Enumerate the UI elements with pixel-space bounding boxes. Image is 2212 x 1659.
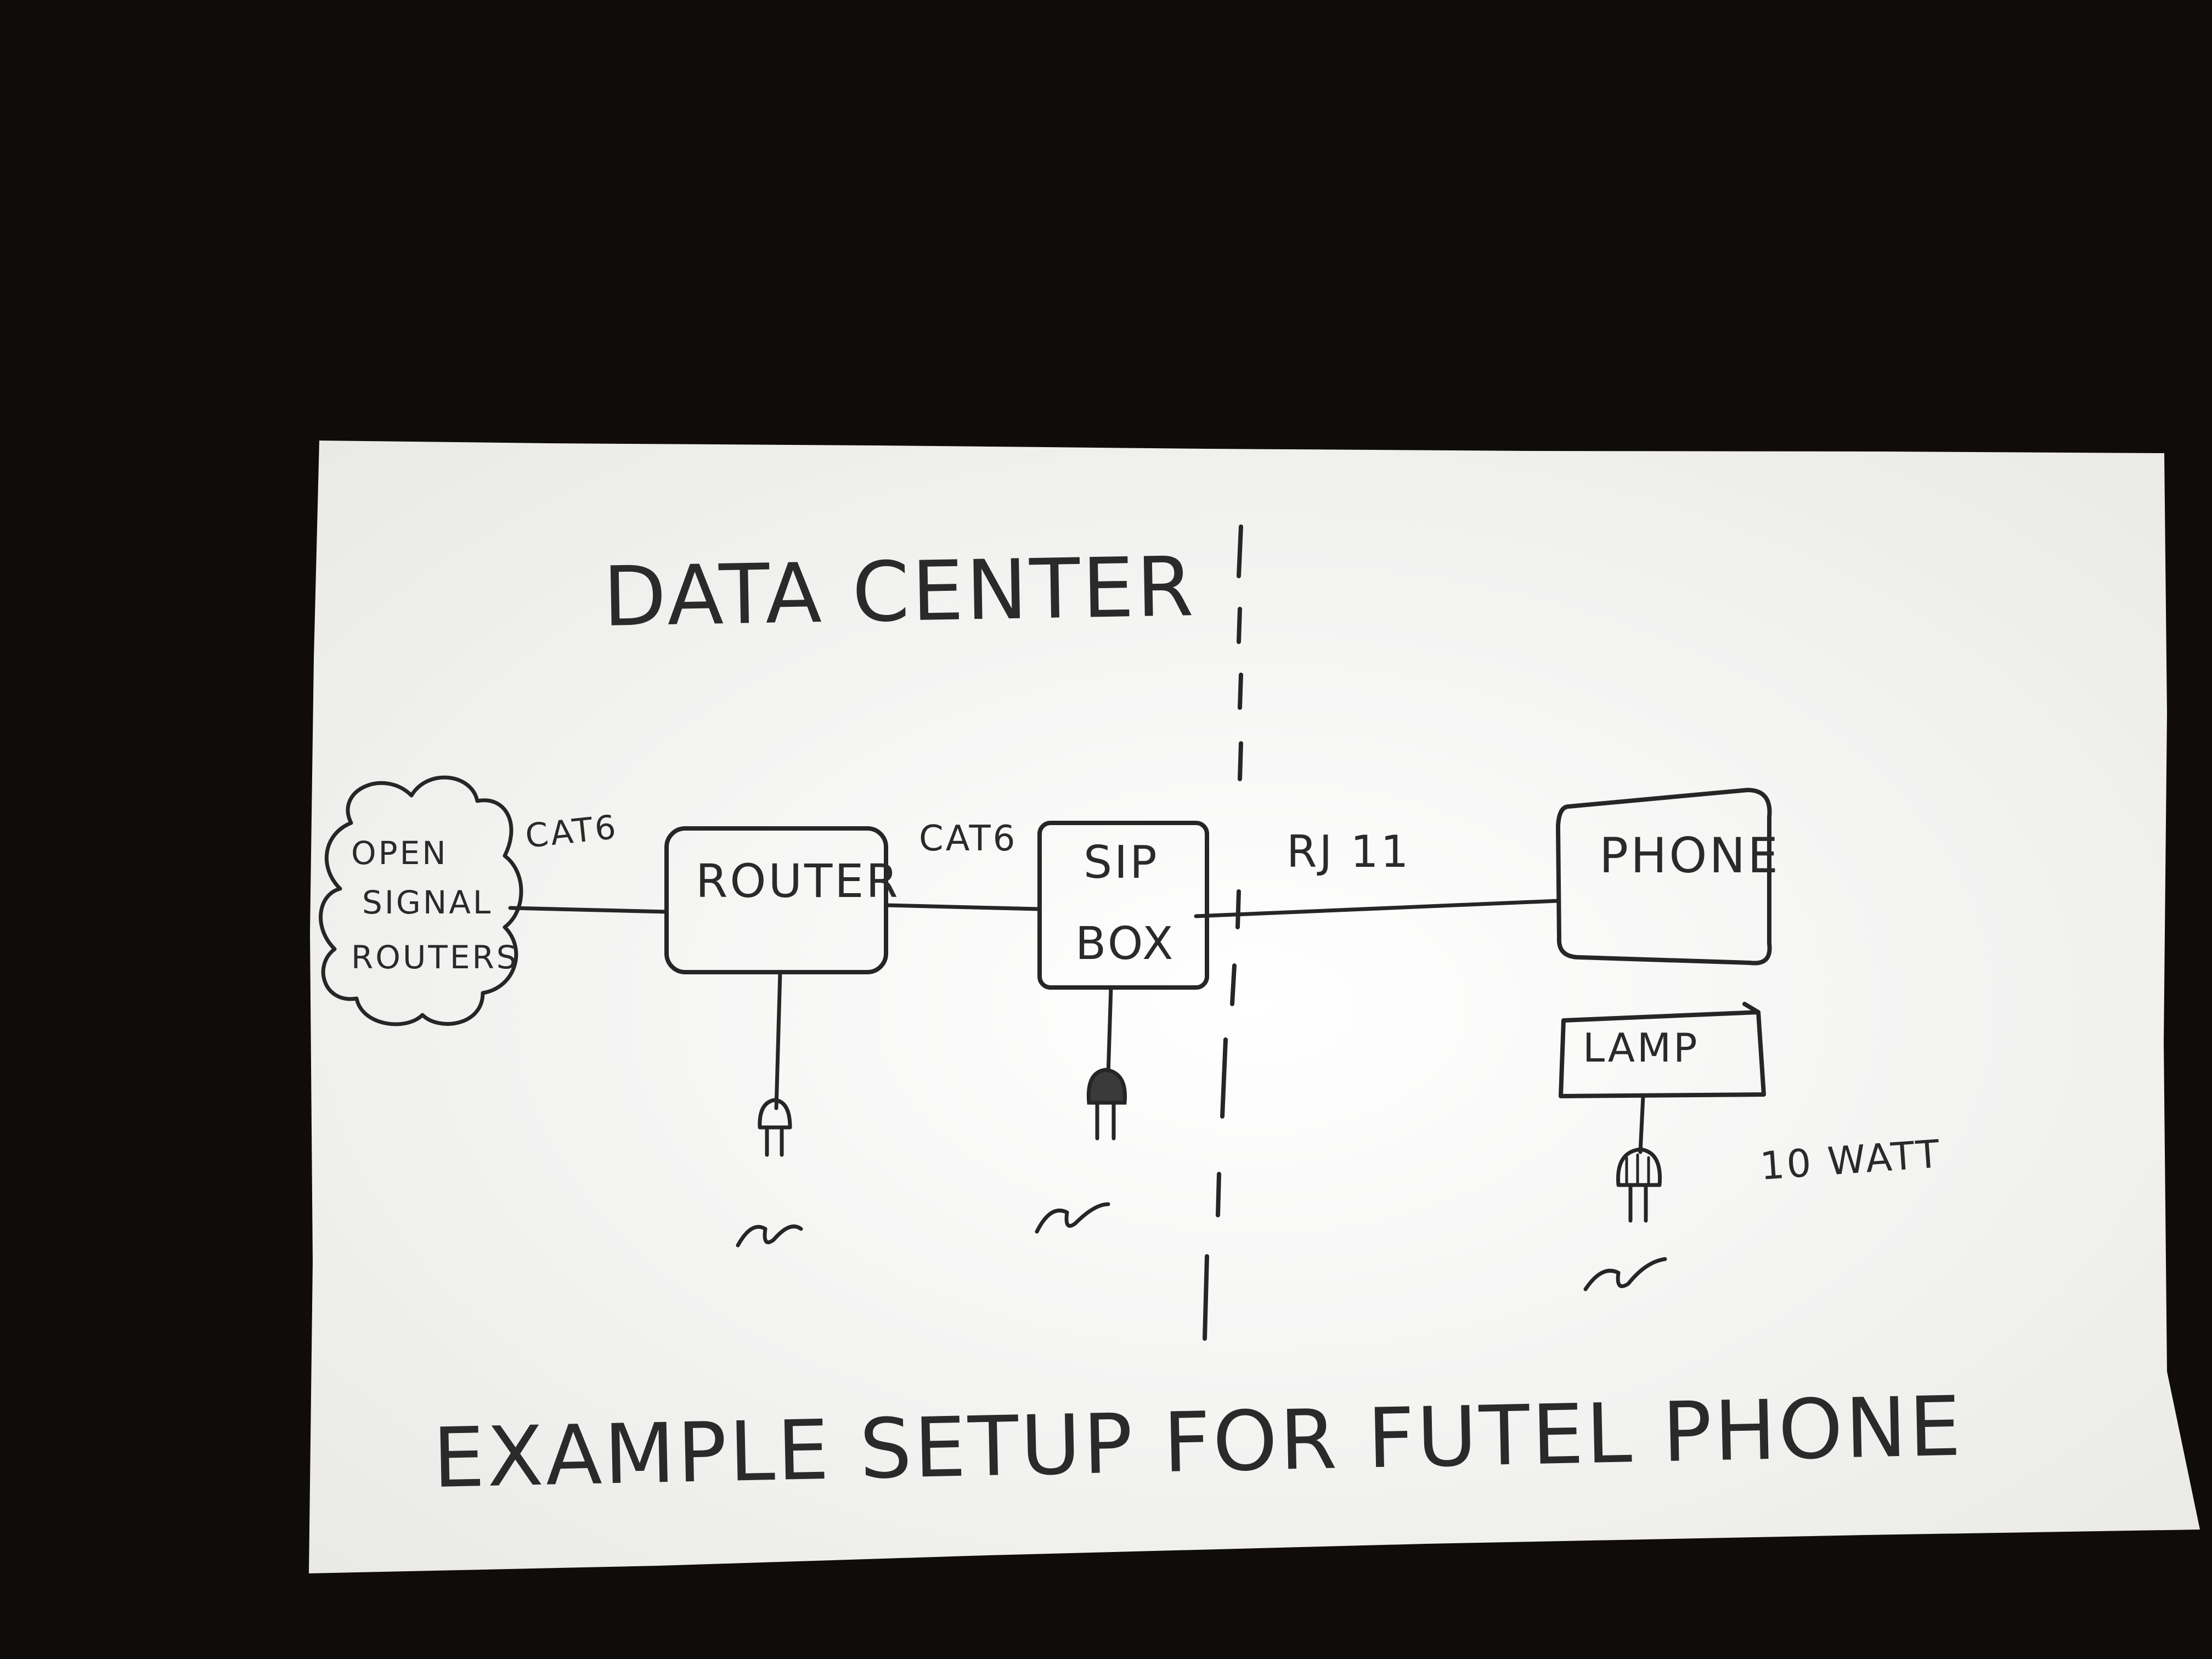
cloud-label-line-2: SIGNAL xyxy=(362,884,493,921)
power-plug-icon xyxy=(1086,1068,1127,1141)
lamp-label: LAMP xyxy=(1583,1025,1700,1071)
paper-outline xyxy=(309,441,2200,1573)
sip-box-power-cord xyxy=(1035,985,1127,1234)
cloud-label-line-1: OPEN xyxy=(351,834,448,872)
node-phone: PHONE xyxy=(1556,788,1780,966)
ac-power-icon xyxy=(1035,1202,1110,1234)
cloud-label-line-3: ROUTERS xyxy=(351,939,519,976)
power-plug-icon xyxy=(1616,1147,1662,1223)
diagram-title: DATA CENTER xyxy=(602,539,1197,645)
edge-router-sip: CAT6 xyxy=(884,819,1042,911)
edge-label-rj11: RJ 11 xyxy=(1286,826,1410,877)
sip-box-label-line-2: BOX xyxy=(1075,918,1175,970)
node-sip-box: SIP BOX xyxy=(1037,821,1209,990)
ac-power-icon xyxy=(736,1224,803,1248)
power-plug-icon xyxy=(758,1098,792,1157)
ac-power-icon xyxy=(1583,1257,1667,1291)
node-router: ROUTER xyxy=(664,826,900,974)
phone-label: PHONE xyxy=(1599,827,1780,884)
cloud-open-signal-routers: OPEN SIGNAL ROUTERS xyxy=(319,775,523,1026)
divider-dashed-line xyxy=(1203,524,1243,1341)
edge-label-cat6-2: CAT6 xyxy=(919,819,1017,859)
router-power-cord xyxy=(736,970,803,1248)
router-label: ROUTER xyxy=(696,854,900,908)
edge-sip-phone: RJ 11 xyxy=(1194,826,1560,918)
sip-box-label-line-1: SIP xyxy=(1084,837,1159,889)
lamp-power-cord xyxy=(1583,1094,1667,1291)
